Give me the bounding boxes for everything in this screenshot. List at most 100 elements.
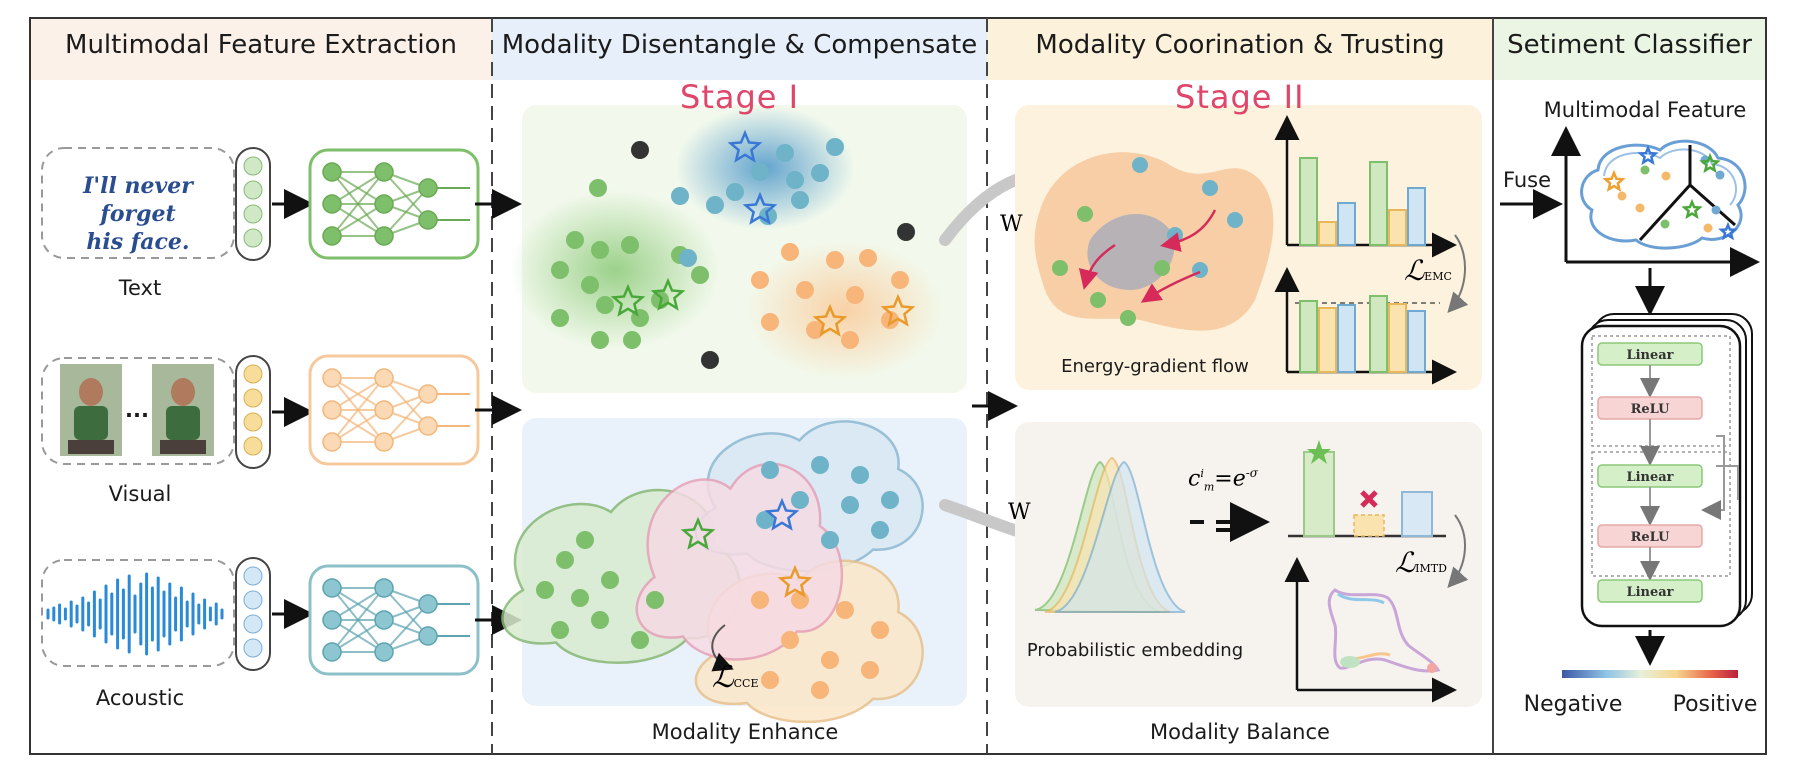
green-point <box>581 276 599 294</box>
stage1-top-points <box>551 129 916 369</box>
blue-point <box>791 191 809 209</box>
header-classifier: Setiment Classifier <box>1507 30 1752 60</box>
encoder-node <box>374 162 394 182</box>
blue-point <box>751 163 769 181</box>
imtd-loss-subscript: IMTD <box>1415 562 1447 575</box>
stage1-modality-clouds <box>501 420 924 724</box>
blue-point <box>671 187 689 205</box>
encoder-edge <box>331 171 385 237</box>
green-star-icon <box>650 277 686 311</box>
green-point <box>571 589 589 607</box>
green-point <box>1052 260 1068 276</box>
orange-point <box>841 331 859 349</box>
video-frame-1 <box>60 364 122 456</box>
encoder-node <box>374 610 394 630</box>
acoustic-input-box <box>41 559 235 667</box>
stage2-title: Stage II <box>1175 78 1305 116</box>
emc-loss-symbol: ℒ <box>1404 254 1425 287</box>
feature-star-icon <box>1718 221 1738 241</box>
green-point <box>576 531 594 549</box>
feature-point <box>1640 165 1650 175</box>
encoder-edge <box>331 619 385 653</box>
feature-point <box>1715 170 1725 180</box>
positive-label: Positive <box>1672 692 1758 717</box>
encoder-node <box>418 178 438 198</box>
outlier-point <box>631 141 649 159</box>
probabilistic-embedding-label: Probabilistic embedding <box>1026 640 1244 661</box>
formula-sub: m <box>1203 480 1215 494</box>
cce-loss-symbol: ℒ <box>712 660 734 695</box>
mlp-layer-label: Linear <box>1626 470 1673 485</box>
trust-bar-chart <box>1288 440 1446 538</box>
stage1-title: Stage I <box>680 78 800 116</box>
feature-point <box>1635 203 1645 213</box>
flow-arrow-1 <box>1078 243 1116 290</box>
encoder-edge <box>331 377 385 411</box>
orange-point <box>859 249 877 267</box>
multimodal-feature-cloud <box>1580 139 1747 250</box>
encoder-node <box>322 194 342 214</box>
orange-point <box>861 661 879 679</box>
header-bg-coordination <box>987 18 1493 80</box>
visual-input-box <box>41 357 235 465</box>
blue-point <box>851 466 869 484</box>
mlp-block-2 <box>1591 451 1731 577</box>
imtd-loss-label: ℒIMTD <box>1395 546 1447 579</box>
fuse-label: Fuse <box>1502 168 1552 192</box>
encoder-node <box>418 626 438 646</box>
encoder-node <box>322 642 342 662</box>
orange-point <box>821 651 839 669</box>
blue-point <box>811 456 829 474</box>
energy-basin <box>1087 213 1175 290</box>
green-point <box>591 331 609 349</box>
green-point <box>1154 260 1170 276</box>
feature-star-icon <box>1699 152 1721 174</box>
header-extraction: Multimodal Feature Extraction <box>65 30 457 60</box>
encoder-edge <box>331 203 385 237</box>
emc-loss-label: ℒEMC <box>1404 254 1452 287</box>
encoder-node <box>418 210 438 230</box>
visual-token-pill <box>235 355 271 469</box>
mlp-layer-label: Linear <box>1626 348 1673 363</box>
trust-formula: cim=e-σ <box>1188 466 1258 494</box>
sentiment-color-scale <box>1562 670 1738 678</box>
imtd-loss-arrow <box>1447 514 1469 588</box>
blue-point <box>726 183 744 201</box>
feature-point <box>1711 205 1721 215</box>
feature-point <box>1660 219 1670 229</box>
residual-arrow-1 <box>1701 435 1725 520</box>
encoder-node <box>418 416 438 436</box>
blue-point <box>881 491 899 509</box>
green-point <box>1077 206 1093 222</box>
green-point <box>589 179 607 197</box>
orange-point <box>891 271 909 289</box>
orange-point <box>796 281 814 299</box>
blue-point <box>1202 180 1218 196</box>
encoder-edge <box>331 171 385 205</box>
multimodal-feature-label: Multimodal Feature <box>1543 98 1747 122</box>
emc-bar-chart-after <box>1274 267 1457 385</box>
blue-point <box>821 531 839 549</box>
orange-point <box>806 321 824 339</box>
blue-point <box>1132 157 1148 173</box>
blue-point <box>706 196 724 214</box>
orange-point <box>751 591 769 609</box>
trust-star-icon <box>1307 440 1331 464</box>
text-sample-line-2: his face. <box>86 229 190 255</box>
w-label-bottom: W <box>1008 500 1031 525</box>
encoder-edge <box>331 409 385 443</box>
blue-point <box>679 249 697 267</box>
green-point <box>691 266 709 284</box>
encoder-node <box>374 368 394 388</box>
green-point <box>646 591 664 609</box>
mlp-layer-label: Linear <box>1626 585 1673 600</box>
modality-balance-label: Modality Balance <box>1150 720 1330 744</box>
header-bg-extraction <box>30 18 492 80</box>
outlier-point <box>701 351 719 369</box>
orange-point <box>781 631 799 649</box>
encoder-node <box>418 384 438 404</box>
mlp-block-1 <box>1591 335 1731 447</box>
flow-arrow-2 <box>1160 209 1217 252</box>
orange-point <box>751 271 769 289</box>
